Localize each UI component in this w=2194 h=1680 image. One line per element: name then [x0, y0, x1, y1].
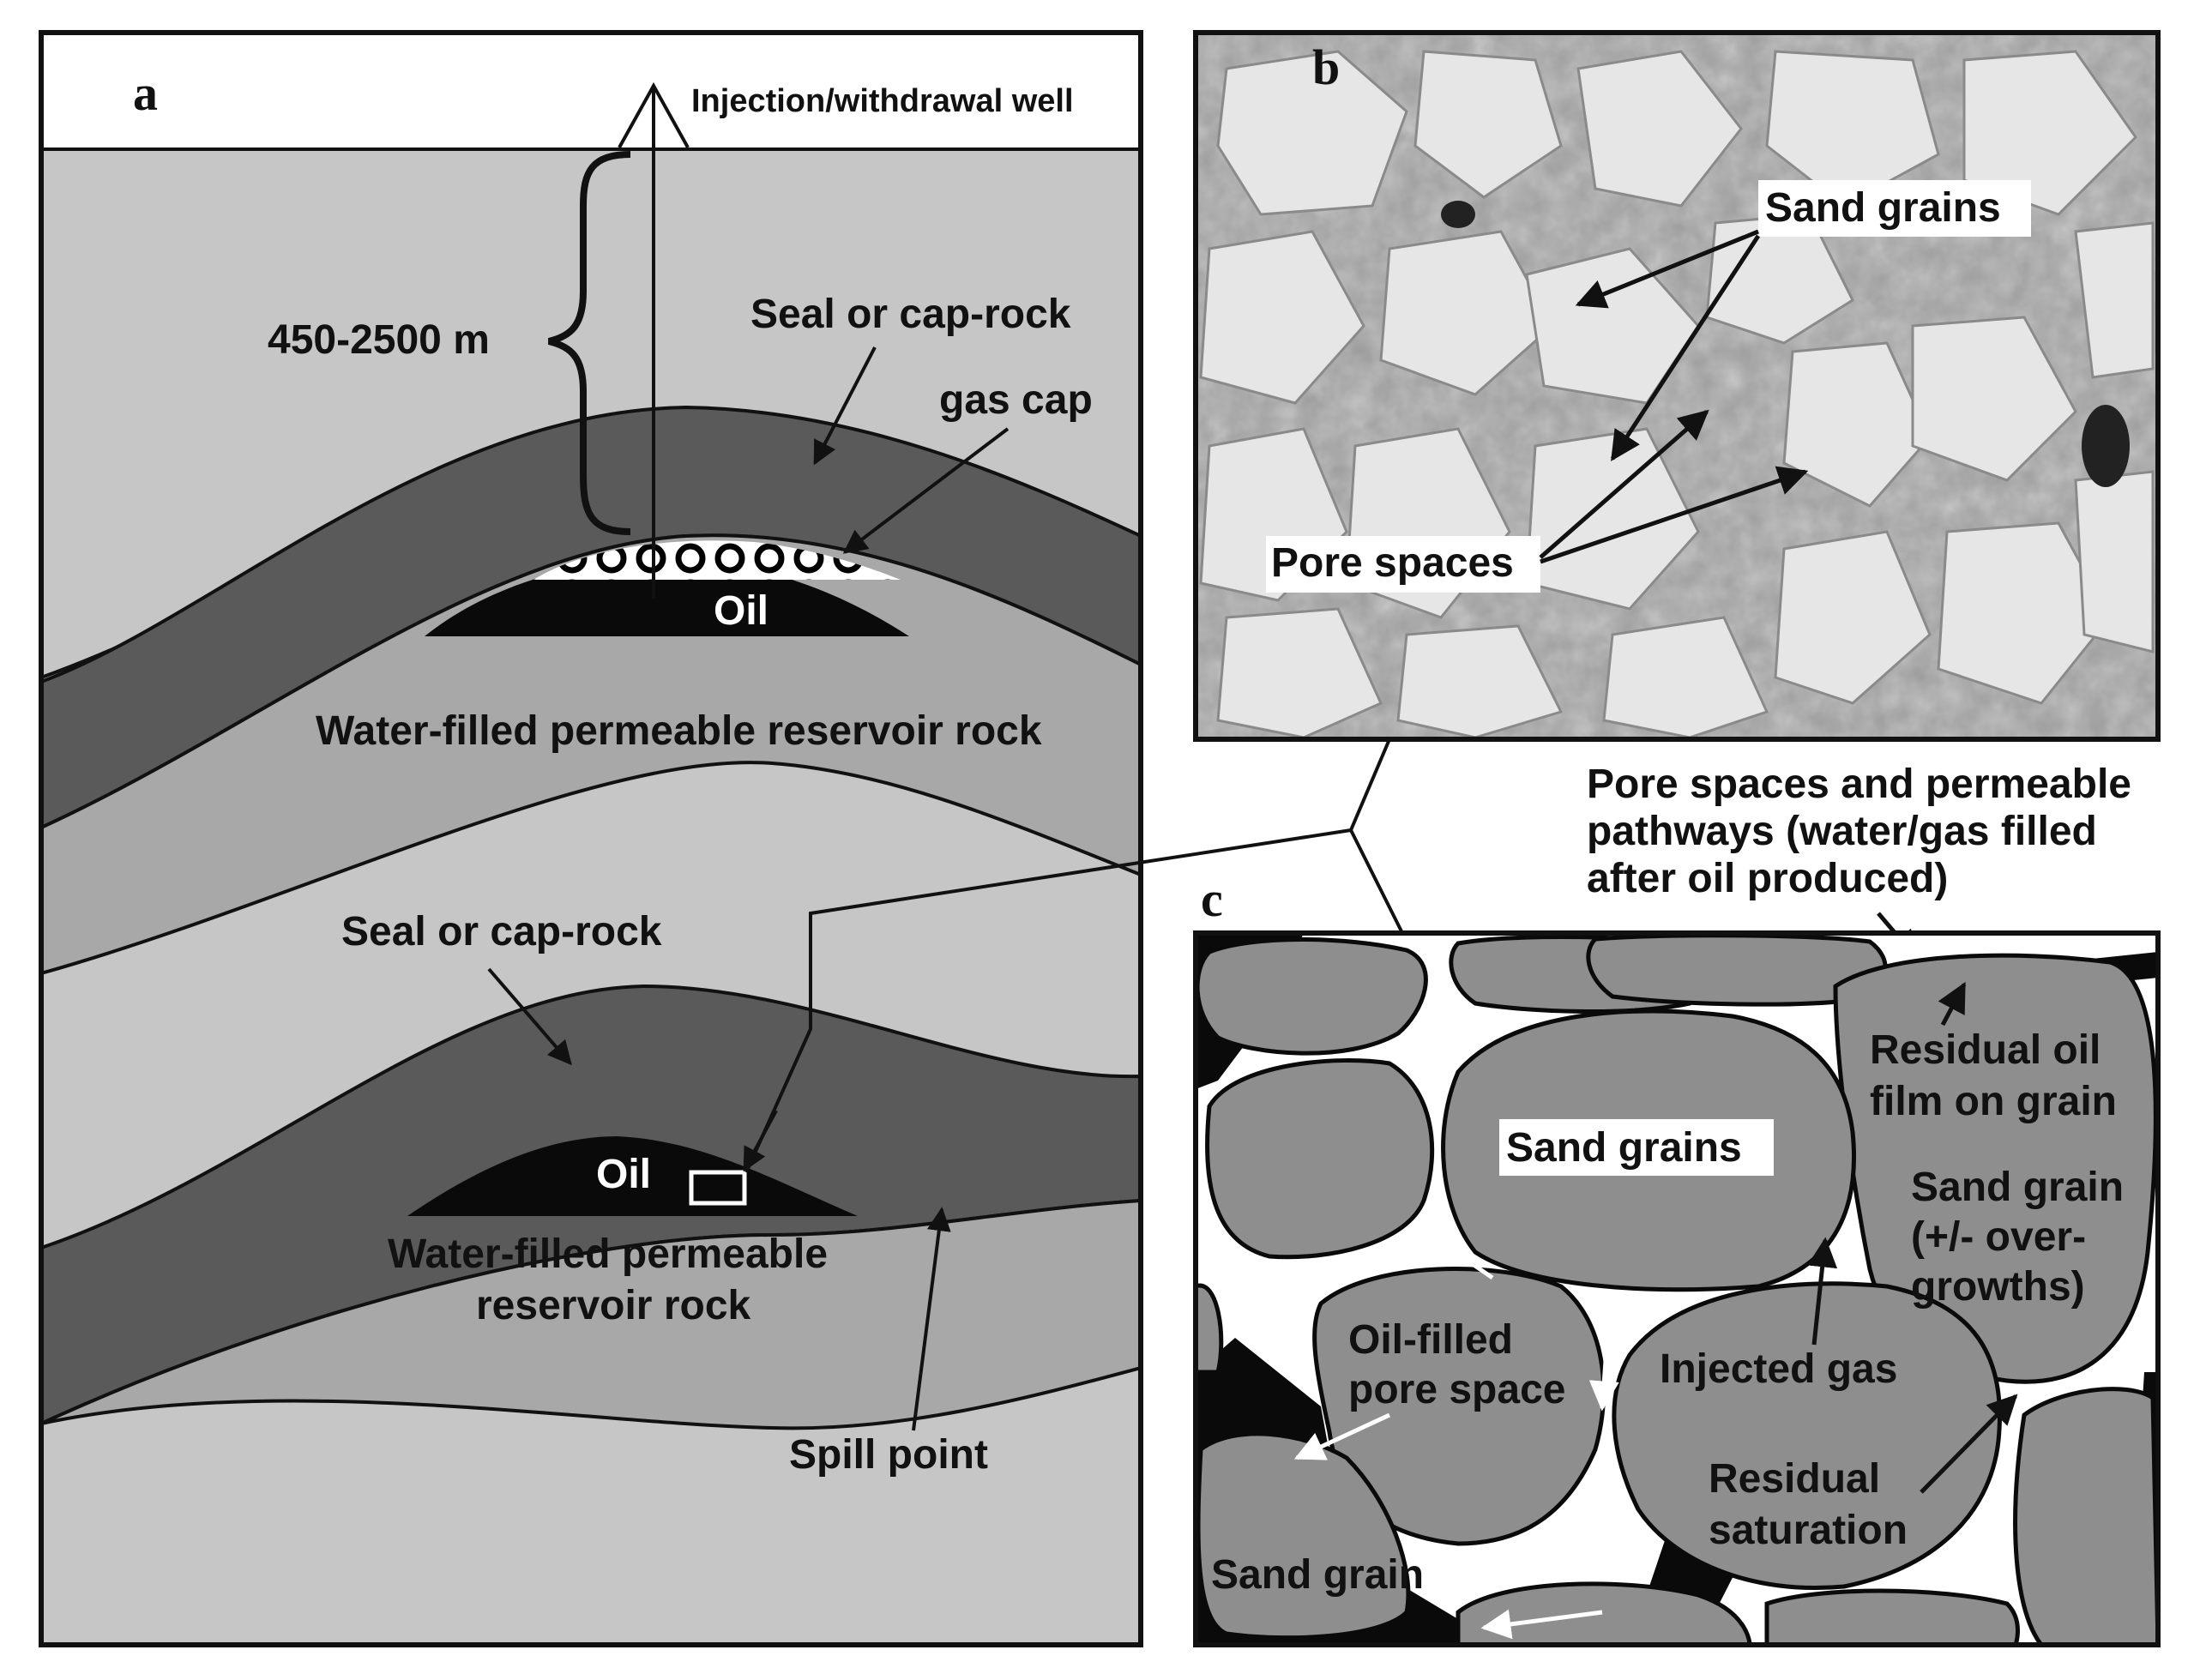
lower-seal-arrow: [487, 967, 572, 1066]
sand-grains-label-c-bg: [1499, 1119, 1774, 1176]
lower-reservoir-label-line2: reservoir rock: [476, 1283, 751, 1328]
lower-reservoir-label-line1: Water-filled permeable: [388, 1231, 828, 1277]
gas-flow-arrows: [1428, 1010, 1619, 1640]
oil-filled-arrow: [1293, 1412, 1391, 1460]
sand-grains-label-c: Sand grains: [1506, 1125, 1742, 1171]
sand-grain-overgrowth-line3: growths): [1911, 1264, 2085, 1310]
grain-left-mid: [1205, 1058, 1435, 1260]
micrograph-dark-specks: [1441, 201, 2130, 487]
panel-c-frame: [1193, 930, 2161, 1647]
well-label: Injection/withdrawal well: [691, 83, 1074, 119]
grain-lower-center: [1612, 1281, 2002, 1591]
lower-oil-label: Oil: [596, 1152, 651, 1197]
sand-grain-overgrowth-line2: (+/- over-: [1911, 1214, 2086, 1260]
grain-bottom-right: [1764, 1588, 2020, 1645]
pore-spaces-arrow-2: [1540, 466, 1809, 564]
well-head-icon: [618, 81, 690, 148]
panel-a-frame: [39, 30, 1143, 1647]
pore-spaces-label-bg: [1266, 536, 1540, 593]
gas-cap-region: [533, 540, 901, 580]
sand-grain-label: Sand grain: [1211, 1552, 1424, 1598]
pore-spaces-arrow-1: [1539, 409, 1709, 559]
grain-bottom-center: [1456, 1581, 1752, 1645]
oil-filled-line2: pore space: [1348, 1367, 1565, 1412]
residual-film-arrow: [1938, 981, 1967, 1027]
residual-saturation-line2: saturation: [1709, 1508, 1908, 1553]
injected-gas-label: Injected gas: [1660, 1346, 1897, 1392]
residual-saturation-line1: Residual: [1709, 1456, 1880, 1502]
panel-a: Injection/withdrawal well 450-2500 m Sea…: [41, 33, 1141, 1645]
spill-point-arrow: [912, 1207, 951, 1431]
residual-film-line1: Residual oil: [1870, 1027, 2101, 1073]
upper-oil-label: Oil: [714, 588, 769, 634]
spill-point-label: Spill point: [789, 1432, 988, 1478]
upper-seal-label: Seal or cap-rock: [750, 292, 1071, 337]
residual-film-line2: film on grain: [1870, 1079, 2117, 1124]
pore-spaces-label: Pore spaces: [1271, 540, 1514, 586]
lower-seal-label: Seal or cap-rock: [341, 909, 662, 954]
ground-surface-band: [41, 33, 1141, 149]
grain-top-left: [1196, 937, 1428, 1056]
panel-c-letter: c: [1201, 871, 1223, 927]
upper-reservoir-label: Water-filled permeable reservoir rock: [316, 708, 1042, 754]
zoom-connector: [744, 738, 1404, 1173]
pathways-label-line3: after oil produced): [1587, 856, 1948, 901]
grain-right-low: [2013, 1387, 2158, 1645]
panel-c: Residual oil film on grain Sand grains S…: [1196, 933, 2158, 1645]
pathways-label-line1: Pore spaces and permeable: [1587, 762, 2131, 807]
lower-reservoir-band: [41, 1198, 1141, 1430]
residual-saturation-arrow: [1920, 1394, 2018, 1494]
panel-b: b Sand grains Pore spaces: [1196, 33, 2158, 739]
grain-left-low: [1196, 1283, 1224, 1375]
sand-grains-arrow-1: [1575, 229, 1759, 309]
sand-grains-label-b: Sand grains: [1765, 185, 2001, 231]
panel-b-frame: [1193, 30, 2161, 742]
sample-location-box: [689, 1170, 747, 1206]
sand-grain-overgrowth-line1: Sand grain: [1911, 1165, 2124, 1210]
pathways-label-line2: pathways (water/gas filled: [1587, 809, 2097, 854]
sand-grains-label-bg: [1758, 180, 2031, 237]
grain-lower-left: [1312, 1267, 1606, 1546]
oil-filled-line1: Oil-filled: [1348, 1317, 1513, 1363]
depth-brace: [548, 151, 631, 535]
sand-grains-arrow-2: [1610, 234, 1761, 461]
upper-seal-arrow: [813, 346, 877, 466]
depth-label: 450-2500 m: [268, 317, 490, 363]
panel-a-letter: a: [133, 65, 158, 121]
upper-reservoir-band: [41, 533, 1141, 976]
panel-b-letter: b: [1312, 39, 1340, 95]
injected-gas-arrow: [1807, 1237, 1838, 1346]
gas-cap-arrow: [842, 427, 1010, 554]
connector-arrowhead: [743, 1110, 778, 1172]
grain-right-upper: [1833, 953, 2158, 1384]
gas-cap-label: gas cap: [939, 377, 1093, 423]
